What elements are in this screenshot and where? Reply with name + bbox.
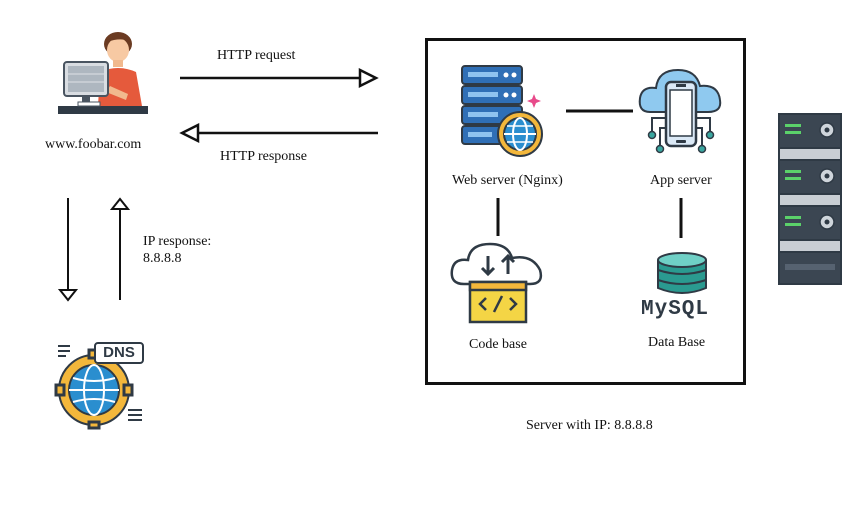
code-base-icon [450, 242, 543, 324]
ip-response-label: IP response: 8.8.8.8 [143, 234, 211, 268]
web-server-icon [461, 65, 543, 157]
server-caption: Server with IP: 8.8.8.8 [526, 418, 653, 433]
ip-response-title: IP response: [143, 234, 212, 249]
http-request-arrow [180, 67, 379, 89]
http-request-label: HTTP request [217, 48, 296, 63]
dns-query-arrow [57, 198, 79, 302]
server-box [425, 38, 746, 385]
person-computer-icon [58, 32, 148, 114]
app-server-label: App server [650, 173, 712, 188]
http-response-arrow [179, 122, 378, 144]
database-label: Data Base [648, 335, 706, 350]
web-server-label: Web server (Nginx) [452, 173, 563, 188]
ip-response-arrow [109, 197, 131, 300]
ip-response-value: 8.8.8.8 [143, 250, 182, 266]
dns-tag: DNS [94, 342, 144, 364]
mysql-logo-text: MySQL [641, 298, 710, 321]
server-rack-icon [778, 113, 842, 285]
app-server-icon [638, 68, 722, 154]
http-response-label: HTTP response [220, 149, 307, 164]
dns-tag-text: DNS [103, 344, 135, 361]
code-base-label: Code base [469, 337, 527, 352]
dns-icon: DNS [54, 340, 149, 430]
client-label: www.foobar.com [45, 137, 142, 152]
mysql-database-icon [657, 252, 707, 294]
